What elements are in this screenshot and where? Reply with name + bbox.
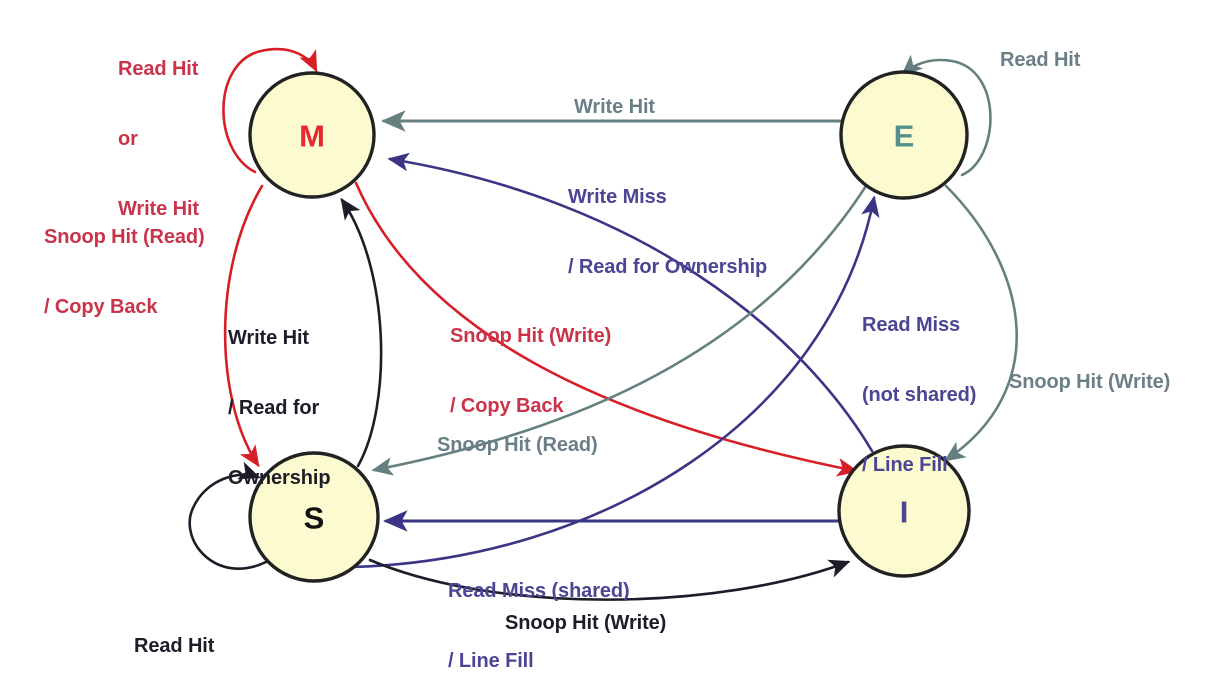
node-m[interactable]: M (248, 71, 376, 199)
label-m-to-s-line2: / Copy Back (44, 295, 158, 318)
node-e[interactable]: E (839, 70, 969, 200)
label-s-self-line1: Read Hit (134, 634, 215, 657)
label-i-to-s: Read Miss (shared) / Line Fill (448, 533, 630, 691)
label-m-to-s: Snoop Hit (Read) / Copy Back (44, 179, 205, 366)
label-e-to-i: Snoop Hit (Write) (1009, 371, 1171, 393)
label-s-to-i: Snoop Hit (Write) (505, 612, 667, 634)
node-m-label: M (299, 119, 325, 154)
label-s-to-m: Write Hit / Read for Ownership (228, 280, 331, 537)
node-i[interactable]: I (837, 444, 971, 578)
node-e-circle[interactable] (839, 70, 969, 200)
edge-s-to-i (368, 558, 851, 601)
node-s-circle[interactable] (248, 451, 380, 583)
label-m-self-loop: Read Hit or Write Hit (118, 11, 199, 268)
edge-s-self-loop (188, 461, 268, 570)
node-s[interactable]: S (248, 451, 380, 583)
label-i-to-m: Write Miss / Read for Ownership (568, 139, 767, 326)
label-m-to-i-line2: / Copy Back (450, 394, 564, 417)
label-e-to-s: Snoop Hit (Read) (437, 434, 598, 456)
label-s-to-m-line2: / Read for (228, 396, 320, 419)
label-i-to-m-line1: Write Miss (568, 185, 667, 208)
label-s-to-e: Read Miss (not shared) / Line Fill (862, 267, 976, 524)
label-i-to-m-line2: / Read for Ownership (568, 255, 768, 278)
edge-e-to-s (371, 184, 868, 476)
edge-m-self-loop (222, 47, 318, 174)
label-m-to-i-line1: Snoop Hit (Write) (450, 324, 612, 347)
node-m-circle[interactable] (248, 71, 376, 199)
edge-i-to-m (387, 152, 874, 453)
label-m-to-s-line1: Snoop Hit (Read) (44, 225, 205, 248)
label-m-self-line2: or (118, 127, 138, 150)
node-i-circle[interactable] (837, 444, 971, 578)
edge-s-to-e (350, 195, 880, 569)
node-e-label: E (894, 119, 915, 154)
label-m-to-i: Snoop Hit (Write) / Copy Back (450, 278, 611, 465)
label-s-to-m-line3: Ownership (228, 467, 331, 490)
edge-m-to-s (223, 184, 264, 468)
label-i-to-s-line1: Read Miss (shared) (448, 579, 630, 602)
label-s-self-loop: Read Hit or Snoop Hit (Read) (134, 588, 295, 691)
edge-m-to-i (354, 181, 859, 477)
label-s-to-e-line2: (not shared) (862, 383, 977, 406)
label-m-self-line3: Write Hit (118, 198, 199, 221)
node-s-label: S (304, 501, 325, 536)
label-e-self-loop: Read Hit (1000, 49, 1081, 71)
edge-s-to-m (340, 197, 383, 468)
edge-e-self-loop (901, 54, 992, 177)
node-i-label: I (900, 495, 909, 530)
label-s-to-e-line3: / Line Fill (862, 454, 948, 477)
label-m-self-line1: Read Hit (118, 57, 199, 80)
label-s-to-e-line1: Read Miss (862, 313, 961, 336)
label-i-to-s-line2: / Line Fill (448, 649, 534, 672)
label-s-to-m-line1: Write Hit (228, 326, 309, 349)
edge-e-to-i (943, 184, 1018, 462)
label-e-to-m: Write Hit (574, 96, 655, 118)
